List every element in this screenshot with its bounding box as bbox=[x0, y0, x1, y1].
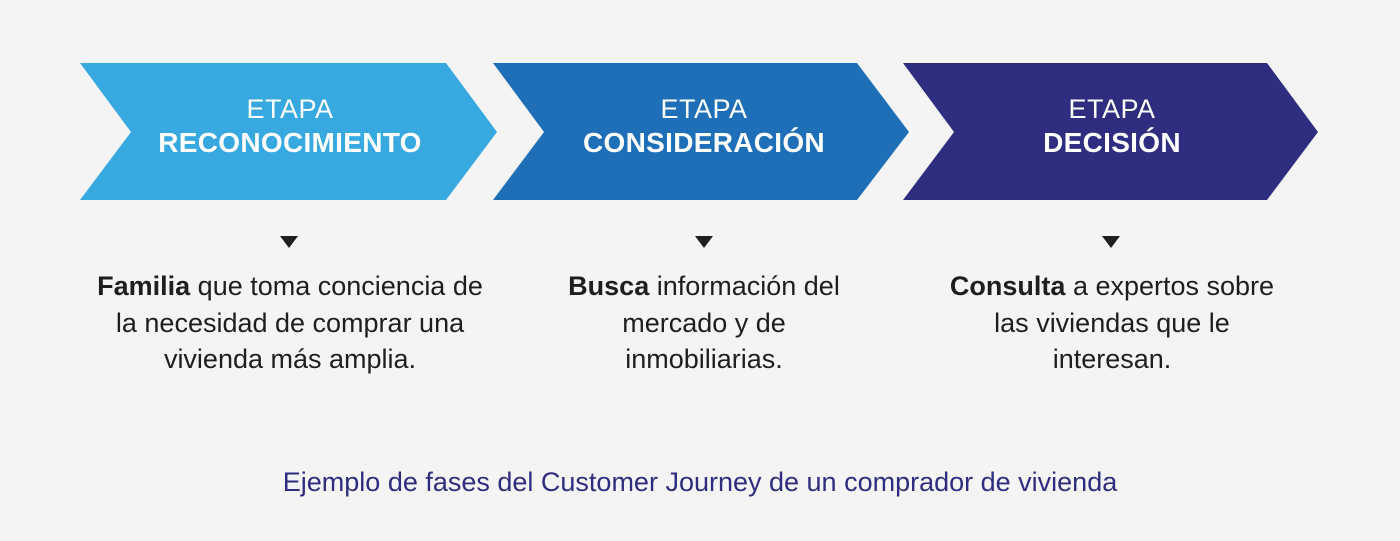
stage-2-kicker: ETAPA bbox=[660, 94, 748, 124]
stage-1-description-lead: Familia bbox=[97, 271, 191, 301]
stage-1-kicker: ETAPA bbox=[246, 94, 334, 124]
stage-1-chevron bbox=[80, 63, 497, 200]
stage-2-chevron bbox=[493, 63, 909, 200]
stage-3-description-text: a expertos sobre las viviendas que le in… bbox=[994, 271, 1275, 374]
figure-caption: Ejemplo de fases del Customer Journey de… bbox=[282, 467, 1118, 497]
stage-1-description: Familia que toma conciencia de la necesi… bbox=[94, 268, 486, 378]
down-triangle-icon bbox=[1102, 236, 1120, 248]
stage-2-description-lead: Busca bbox=[568, 271, 650, 301]
stage-3-description-lead: Consulta bbox=[949, 271, 1066, 301]
stage-3-description: Consulta a expertos sobre las viviendas … bbox=[942, 268, 1282, 378]
stage-1-label: ETAPA RECONOCIMIENTO bbox=[110, 96, 470, 157]
stage-1-name: RECONOCIMIENTO bbox=[158, 127, 422, 158]
stage-3-kicker: ETAPA bbox=[1068, 94, 1156, 124]
stage-2-description-text: información del mercado y de inmobiliari… bbox=[622, 271, 840, 374]
stage-1-description-text: que toma conciencia de la necesidad de c… bbox=[115, 271, 483, 374]
stage-3-label: ETAPA DECISIÓN bbox=[932, 96, 1292, 157]
down-triangle-icon bbox=[695, 236, 713, 248]
stage-2-description: Busca información del mercado y de inmob… bbox=[554, 268, 854, 378]
down-triangle-icon bbox=[280, 236, 298, 248]
stage-3-chevron bbox=[903, 63, 1318, 200]
stage-2-label: ETAPA CONSIDERACIÓN bbox=[524, 96, 884, 157]
stage-2-name: CONSIDERACIÓN bbox=[583, 127, 825, 158]
stage-3-name: DECISIÓN bbox=[1043, 127, 1181, 158]
